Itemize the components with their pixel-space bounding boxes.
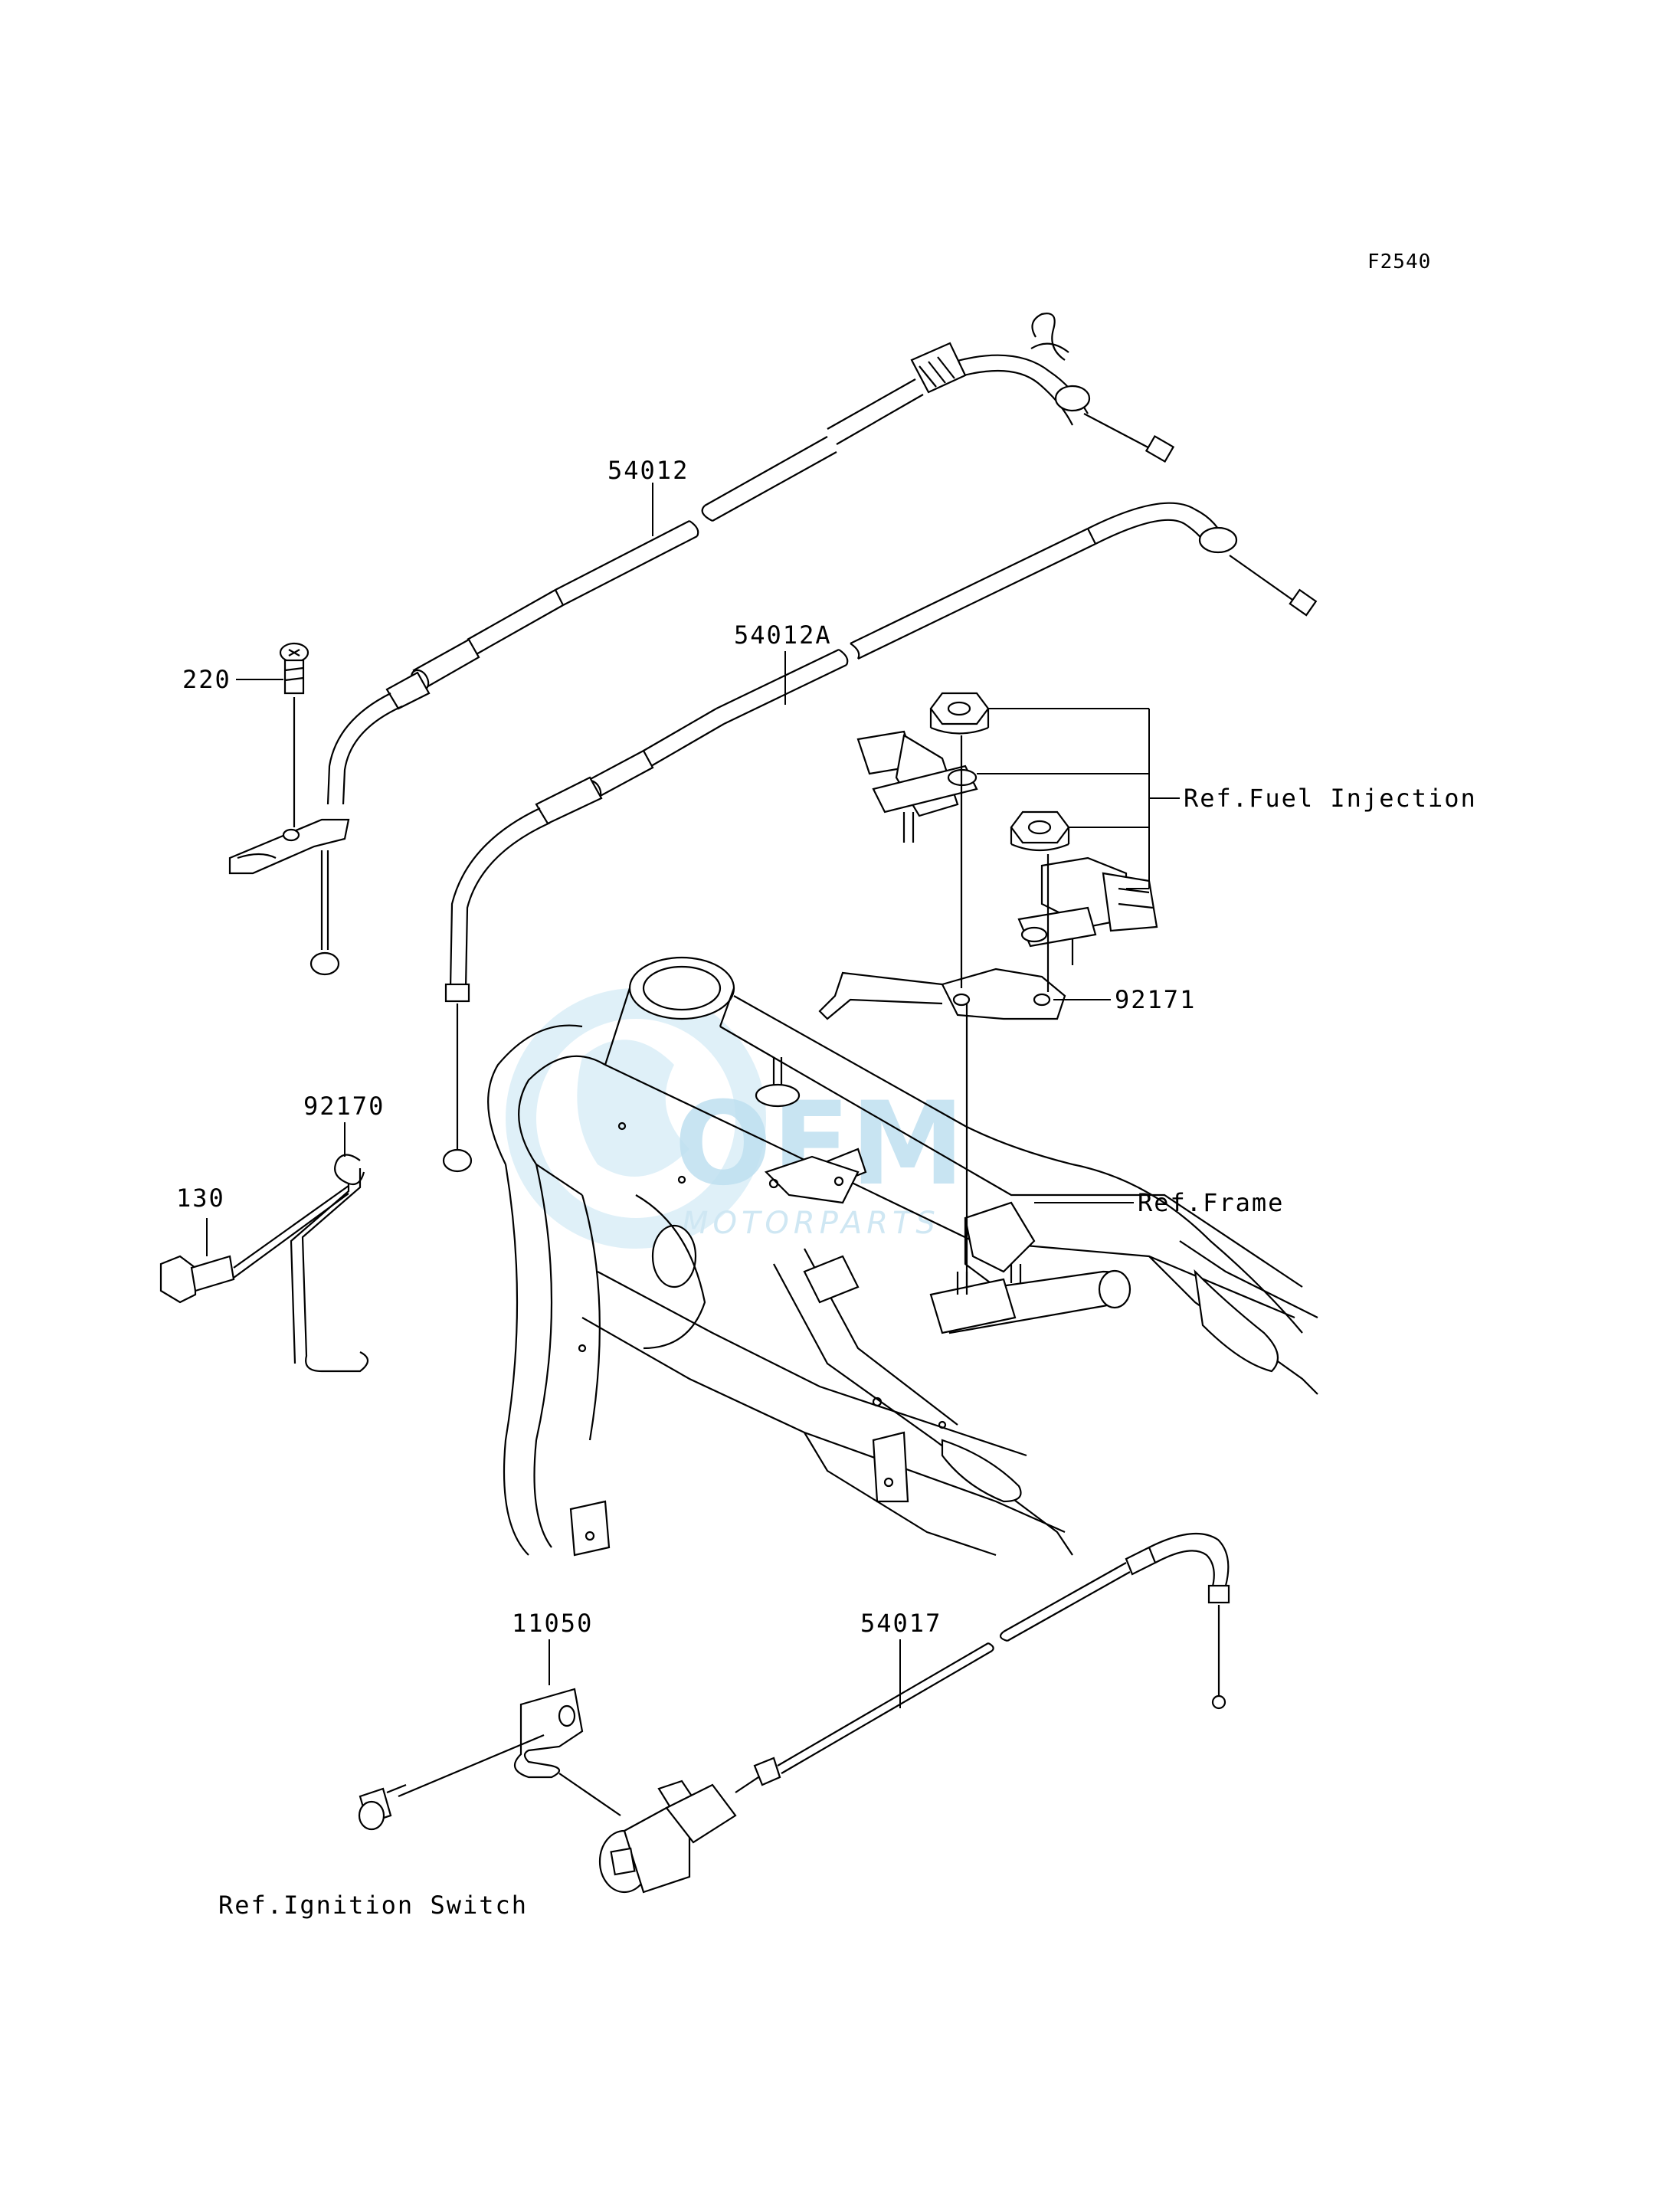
labels: 54012 54012A 220 Ref.Fuel Injection 9217…: [176, 456, 1477, 1920]
label-54012[interactable]: 54012: [607, 456, 689, 485]
rubber-mount: [929, 1264, 1022, 1334]
label-11050[interactable]: 11050: [512, 1609, 593, 1638]
bracket-92171[interactable]: [818, 735, 1066, 1310]
bolt-small: [358, 1783, 407, 1831]
throttle-cable-54012a[interactable]: [442, 502, 1318, 1173]
frame-clamp: [764, 1155, 1036, 1288]
bolt-220[interactable]: [279, 642, 309, 827]
label-92170[interactable]: 92170: [303, 1092, 385, 1121]
label-54017[interactable]: 54017: [860, 1609, 942, 1638]
label-130[interactable]: 130: [176, 1184, 225, 1213]
bracket-92170[interactable]: [290, 1154, 369, 1373]
fuel-injection-sensors: [856, 692, 1158, 965]
choke-cable-54017[interactable]: [598, 1532, 1230, 1894]
bolt-130[interactable]: [159, 1185, 349, 1304]
watermark-sub: MOTORPARTS: [682, 1206, 940, 1241]
label-220[interactable]: 220: [182, 665, 231, 694]
bracket-11050[interactable]: [398, 1688, 621, 1816]
throttle-cable-54012[interactable]: [228, 313, 1175, 976]
label-ref-ignition-switch[interactable]: Ref.Ignition Switch: [218, 1891, 528, 1920]
label-ref-frame[interactable]: Ref.Frame: [1138, 1188, 1284, 1217]
label-ref-fuel-injection[interactable]: Ref.Fuel Injection: [1184, 784, 1477, 813]
label-54012a[interactable]: 54012A: [734, 620, 832, 650]
leader-lines: [206, 483, 1180, 1708]
label-92171[interactable]: 92171: [1115, 985, 1196, 1014]
figure-code: F2540: [1367, 250, 1431, 273]
